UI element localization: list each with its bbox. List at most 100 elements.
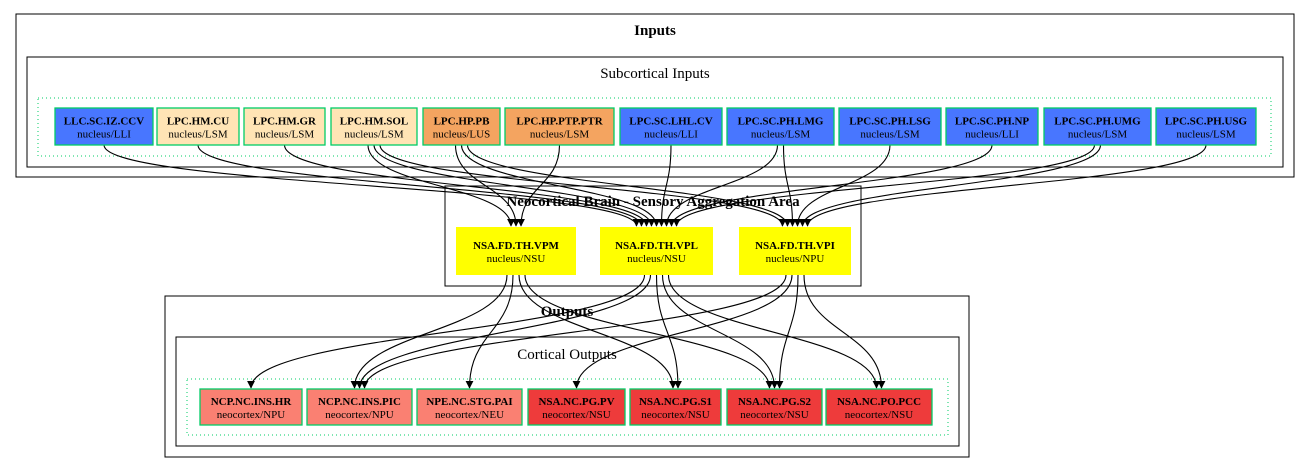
cortical-cluster-title: Cortical Outputs — [517, 347, 617, 363]
node-type-label: nucleus/LSM — [344, 129, 403, 141]
node-type-label: nucleus/LSM — [751, 129, 810, 141]
node-type-label: nucleus/NPU — [766, 253, 825, 265]
inputs-cluster-title: Inputs — [634, 23, 676, 39]
node-box — [726, 388, 823, 426]
node-box — [726, 107, 835, 146]
node-box — [306, 388, 413, 426]
cortical-outputs-cluster: Cortical Outputs — [175, 336, 960, 447]
node-box — [838, 107, 942, 146]
node-name-label: LPC.HP.PB — [434, 116, 490, 128]
node-type-label: neocortex/NPU — [217, 409, 285, 421]
node-type-label: neocortex/NSU — [740, 409, 808, 421]
node-name-label: LPC.HM.SOL — [340, 116, 408, 128]
node-type-label: nucleus/NSU — [627, 253, 686, 265]
node-name-label: LLC.SC.IZ.CCV — [64, 116, 144, 128]
node-type-label: nucleus/NSU — [487, 253, 546, 265]
edge-lpc-hm-sol-to-nsa-fd-th-vpi — [379, 144, 787, 227]
edge-lpc-hp-ptp-ptr-to-nsa-fd-th-vpm — [517, 144, 561, 227]
edge-nsa-fd-th-vpl-to-nsa-nc-po-pcc — [667, 274, 881, 389]
edge-lpc-sc-ph-lmg-to-nsa-fd-th-vpi — [782, 144, 797, 227]
edge-nsa-fd-th-vpl-to-nsa-nc-pg-s2 — [661, 274, 779, 389]
inputs-cluster-frame — [15, 13, 1295, 178]
node-type-label: nucleus/LSM — [860, 129, 919, 141]
edge-lpc-hp-pb-to-nsa-fd-th-vpi — [466, 144, 792, 227]
edge-nsa-fd-th-vpl-to-ncp-nc-ins-hr — [247, 274, 646, 389]
edge-lpc-hm-gr-to-nsa-fd-th-vpl — [283, 144, 651, 227]
edge-lpc-hp-pb-to-nsa-fd-th-vpl — [460, 144, 661, 227]
node-name-label: NSA.FD.TH.VPL — [615, 240, 698, 252]
edge-nsa-fd-th-vpl-to-nsa-nc-pg-s1 — [655, 274, 682, 389]
edge-lpc-sc-ph-usg-to-nsa-fd-th-vpi — [803, 144, 1207, 227]
inputs-cluster: Inputs — [15, 13, 1295, 178]
node-box — [600, 227, 713, 275]
node-box — [1043, 107, 1152, 146]
node-box — [825, 388, 933, 426]
node-box — [619, 107, 723, 146]
node-type-label: nucleus/LSM — [1068, 129, 1127, 141]
node-name-label: NSA.NC.PG.S1 — [639, 396, 712, 408]
node-type-label: neocortex/NPU — [325, 409, 393, 421]
node-type-label: nucleus/LLI — [965, 129, 1019, 141]
edge-layer — [103, 144, 1207, 389]
subcortical-inputs-cluster: Subcortical Inputs — [26, 56, 1284, 168]
outputs-cluster-frame — [164, 295, 970, 458]
node-type-label: nucleus/LUS — [433, 129, 490, 141]
edge-lpc-hm-sol-to-nsa-fd-th-vpl — [373, 144, 656, 227]
edge-lpc-hp-pb-to-nsa-fd-th-vpm — [454, 144, 520, 227]
node-name-label: NSA.NC.PG.PV — [538, 396, 614, 408]
edge-nsa-fd-th-vpl-to-ncp-nc-ins-pic — [355, 274, 652, 389]
node-type-label: nucleus/LLI — [644, 129, 698, 141]
edge-nsa-fd-th-vpm-to-ncp-nc-ins-pic — [350, 274, 508, 389]
node-name-label: LPC.SC.LHL.CV — [629, 116, 712, 128]
node-box — [54, 107, 154, 146]
node-box — [156, 107, 240, 146]
node-box — [330, 107, 418, 146]
node-name-label: NSA.FD.TH.VPM — [473, 240, 559, 252]
node-type-label: neocortex/NSU — [845, 409, 913, 421]
node-name-label: LPC.SC.PH.LMG — [738, 116, 824, 128]
node-type-label: nucleus/LSM — [530, 129, 589, 141]
node-name-label: NSA.FD.TH.VPI — [755, 240, 835, 252]
subcortical-rank-group — [37, 97, 1272, 157]
node-type-label: nucleus/LSM — [1176, 129, 1235, 141]
node-type-label: neocortex/NEU — [435, 409, 504, 421]
subcortical-cluster-frame — [26, 56, 1284, 168]
node-box — [945, 107, 1039, 146]
edge-nsa-fd-th-vpm-to-nsa-nc-pg-s1 — [518, 274, 677, 389]
cortical-cluster-frame — [175, 336, 960, 447]
edge-lpc-hm-sol-to-nsa-fd-th-vpm — [367, 144, 515, 227]
node-box — [422, 107, 501, 146]
edge-nsa-fd-th-vpi-to-ncp-nc-ins-pic — [360, 274, 787, 389]
node-name-label: NCP.NC.INS.PIC — [318, 396, 401, 408]
edge-nsa-fd-th-vpi-to-nsa-nc-po-pcc — [803, 274, 886, 389]
node-box — [1155, 107, 1257, 146]
node-box — [456, 227, 576, 275]
edge-lpc-sc-ph-np-to-nsa-fd-th-vpl — [667, 144, 993, 227]
node-name-label: LPC.SC.PH.NP — [955, 116, 1030, 128]
node-name-label: NSA.NC.PG.S2 — [738, 396, 812, 408]
node-box — [504, 107, 615, 146]
